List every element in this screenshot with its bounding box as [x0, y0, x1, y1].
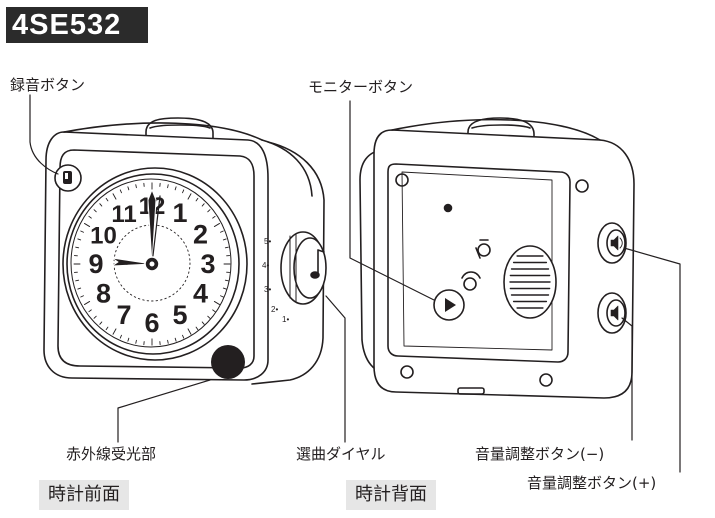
ir-receiver-label: 赤外線受光部 [66, 445, 157, 463]
minute-tick [88, 215, 92, 219]
minute-tick [182, 334, 185, 339]
back-clock [359, 117, 635, 399]
minute-tick [77, 238, 82, 241]
dial-number: 9 [88, 249, 103, 279]
dial-number: 1 [172, 198, 187, 228]
minute-tick [99, 321, 103, 325]
minute-tick [201, 203, 205, 207]
song-dial-mark: 2• [271, 305, 278, 314]
front-clock: 121234567891011 5•4•3•2•1• [43, 117, 327, 385]
minute-tick [220, 230, 224, 233]
minute-tick [212, 215, 216, 219]
minute-tick [195, 326, 199, 331]
minute-tick [195, 197, 199, 202]
song-dial-mark: 3• [264, 285, 271, 294]
song-dial-label: 選曲ダイヤル [296, 445, 386, 463]
dial-number: 6 [144, 308, 159, 338]
minute-tick [75, 279, 80, 282]
minute-tick [112, 193, 117, 200]
dial-number: 3 [200, 249, 215, 279]
minute-tick [135, 339, 137, 344]
minute-tick [174, 337, 177, 342]
minute-tick [222, 238, 227, 241]
minute-tick [174, 186, 177, 191]
minute-tick [213, 300, 220, 306]
minute-tick [213, 222, 220, 228]
minute-tick [135, 184, 137, 189]
volume-up-label: 音量調整ボタン(+) [527, 474, 657, 492]
dial-number: 2 [193, 220, 208, 250]
minute-tick [127, 337, 130, 342]
minute-tick [80, 295, 84, 298]
dial-number: 8 [96, 278, 111, 308]
minute-tick [88, 309, 92, 313]
back-caption: 時計背面 [346, 480, 436, 510]
minute-tick [127, 186, 130, 191]
dial-number: 11 [111, 201, 136, 228]
minute-tick [167, 339, 169, 344]
front-caption: 時計前面 [39, 480, 129, 510]
minute-tick [212, 309, 216, 313]
minute-tick [105, 197, 109, 202]
dial-number: 4 [193, 278, 208, 308]
minute-tick [119, 334, 122, 339]
minute-tick [224, 279, 229, 282]
minute-tick [182, 189, 185, 194]
dial-number: 7 [116, 300, 131, 330]
ir-receiver-window [211, 345, 245, 379]
minute-tick [80, 230, 84, 233]
minute-tick [99, 203, 103, 207]
minute-tick [222, 287, 227, 290]
minute-tick [207, 209, 211, 213]
minute-tick [187, 328, 192, 335]
minute-tick [167, 184, 169, 189]
minute-tick [119, 189, 122, 194]
minute-tick [207, 315, 211, 319]
minute-tick [105, 326, 109, 331]
minute-tick [187, 193, 192, 200]
minute-tick [75, 246, 80, 249]
minute-tick [93, 209, 97, 213]
song-dial-mark: 4• [262, 261, 269, 270]
song-dial-mark: 5• [264, 237, 271, 246]
second-hand [151, 195, 161, 265]
minute-tick [224, 246, 229, 249]
dial-number: 5 [172, 300, 187, 330]
minute-tick [220, 295, 224, 298]
minute-tick [112, 328, 117, 335]
song-dial-mark: 1• [282, 315, 289, 324]
monitor-button-label: モニターボタン [308, 78, 414, 96]
dial-number: 10 [90, 223, 117, 250]
model-number: 4SE532 [6, 7, 148, 43]
minute-tick [84, 222, 91, 228]
minute-hand [147, 189, 157, 265]
minute-tick [201, 321, 205, 325]
minute-tick [93, 315, 97, 319]
minute-tick [84, 300, 91, 306]
minute-tick [77, 287, 82, 290]
volume-down-label: 音量調整ボタン(−) [475, 445, 605, 463]
record-button-label: 録音ボタン [10, 76, 86, 94]
hour-hand [111, 257, 153, 267]
